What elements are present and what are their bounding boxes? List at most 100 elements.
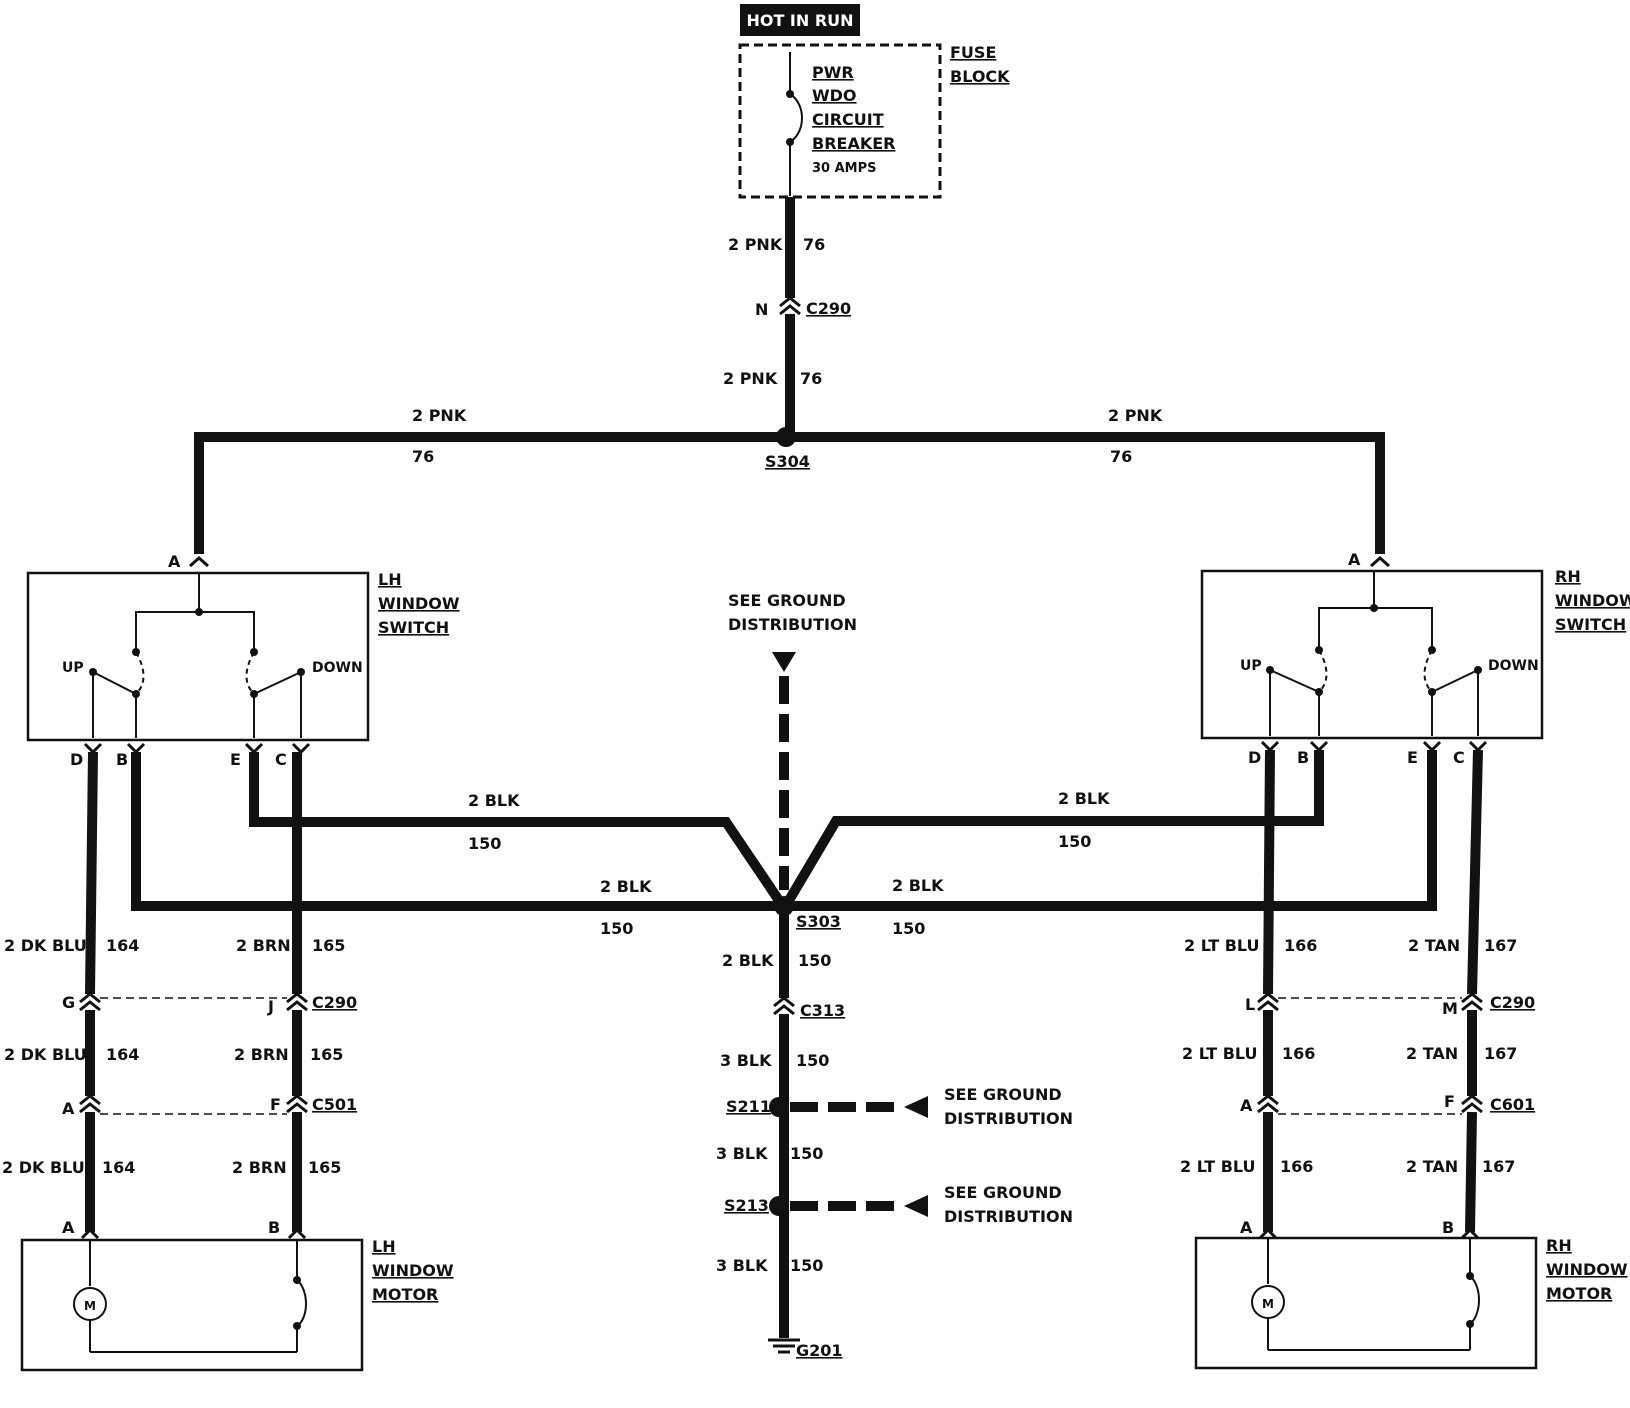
lh-harness-d-circ-3-label: 164 bbox=[102, 1158, 135, 1177]
lh-switch-line2-label: WINDOW bbox=[378, 594, 460, 613]
lh-switch-up-label: UP bbox=[62, 660, 84, 676]
feed-upper-wire-label: 2 PNK bbox=[728, 235, 783, 254]
rh-switch-pin-b-label: B bbox=[1297, 748, 1309, 767]
feed-lower-wire-label: 2 PNK bbox=[723, 369, 778, 388]
ground-splice-s211-label: S211 bbox=[726, 1097, 771, 1116]
rh-harness-c601-pin-right-label: F bbox=[1444, 1092, 1455, 1111]
rh-harness-c-wire-3-label: 2 TAN bbox=[1406, 1157, 1458, 1176]
feed-splice-label: S304 bbox=[765, 452, 810, 471]
rh-switch-pin-e-label: E bbox=[1407, 748, 1418, 767]
ground-upper-left-wire-label: 2 BLK bbox=[468, 791, 520, 810]
feed-conn-name-label: C290 bbox=[806, 299, 851, 318]
rh-harness-d-circ-3-label: 166 bbox=[1280, 1157, 1313, 1176]
rh-harness-c290-pin-left-label: L bbox=[1245, 995, 1255, 1014]
rh-harness-d-wire-2-label: 2 LT BLU bbox=[1182, 1044, 1258, 1063]
rh-motor-box bbox=[1194, 1236, 1538, 1370]
rh-harness-d-circ-2-label: 166 bbox=[1282, 1044, 1315, 1063]
rh-harness: 2 LT BLU 166 2 TAN 167 L M C290 2 LT BLU… bbox=[1180, 749, 1535, 1233]
rh-harness-c-wire-2-label: 2 TAN bbox=[1406, 1044, 1458, 1063]
lh-switch-pin-d-label: D bbox=[70, 750, 83, 769]
feed-left-wire-label: 2 PNK bbox=[412, 406, 467, 425]
lh-harness: 2 DK BLU 164 2 BRN 165 G J C290 2 DK BLU… bbox=[2, 751, 357, 1232]
ground-upper-right-circuit-label: 150 bbox=[1058, 832, 1091, 851]
lh-harness-c-circ-1-label: 165 bbox=[312, 936, 345, 955]
ground-symbol-icon bbox=[768, 1338, 800, 1354]
lh-harness-c-wire-3-label: 2 BRN bbox=[232, 1158, 287, 1177]
breaker-label-4: BREAKER bbox=[812, 134, 895, 153]
ground-seg1-circuit-label: 150 bbox=[798, 951, 831, 970]
lh-motor-pin-b-label: B bbox=[268, 1218, 280, 1237]
lh-harness-d-wire-3-label: 2 DK BLU bbox=[2, 1158, 85, 1177]
breaker-label-3: CIRCUIT bbox=[812, 110, 884, 129]
lh-switch-box bbox=[26, 571, 370, 742]
lh-switch-line1-label: LH bbox=[378, 570, 402, 589]
lh-motor-pin-a-label: A bbox=[62, 1218, 75, 1237]
lh-window-switch: A LH WINDOW SWITCH UP DOWN D B E C bbox=[26, 552, 460, 769]
lh-harness-c-circ-3-label: 165 bbox=[308, 1158, 341, 1177]
ground-s211-see1-label: SEE GROUND bbox=[944, 1085, 1062, 1104]
lh-motor-line3-label: MOTOR bbox=[372, 1285, 438, 1304]
lh-harness-c501-pin-right-label: F bbox=[270, 1095, 281, 1114]
ground-lower-right-wire-label: 2 BLK bbox=[892, 876, 944, 895]
lh-harness-d-circ-1-label: 164 bbox=[106, 936, 139, 955]
rh-harness-c-circ-3-label: 167 bbox=[1482, 1157, 1515, 1176]
fuse-block: HOT IN RUN FUSE BLOCK PWR WDO CIRCUIT BR… bbox=[738, 4, 1010, 199]
rh-window-switch: A RH WINDOW SWITCH UP DOWN D B E C bbox=[1200, 550, 1630, 767]
rh-harness-c-circ-1-label: 167 bbox=[1484, 936, 1517, 955]
rh-harness-c-wire-1-label: 2 TAN bbox=[1408, 936, 1460, 955]
rh-switch-down-label: DOWN bbox=[1488, 658, 1539, 674]
splice-s211-icon bbox=[769, 1097, 789, 1117]
ground-s213-see1-label: SEE GROUND bbox=[944, 1183, 1062, 1202]
lh-harness-c-wire-2-label: 2 BRN bbox=[234, 1045, 289, 1064]
rh-motor-line3-label: MOTOR bbox=[1546, 1284, 1612, 1303]
ground-seg3-circuit-label: 150 bbox=[790, 1144, 823, 1163]
ground-seg4-circuit-label: 150 bbox=[790, 1256, 823, 1275]
rh-switch-line1-label: RH bbox=[1555, 567, 1581, 586]
rh-motor-m-label: M bbox=[1262, 1297, 1274, 1311]
breaker-rating: 30 AMPS bbox=[812, 161, 877, 176]
lh-harness-d-wire-1-label: 2 DK BLU bbox=[4, 936, 87, 955]
ground-seg2-circuit-label: 150 bbox=[796, 1051, 829, 1070]
rh-harness-c290-pin-right-label: M bbox=[1442, 999, 1458, 1018]
rh-motor-pin-b-label: B bbox=[1442, 1218, 1454, 1237]
rh-switch-pin-c-label: C bbox=[1453, 748, 1465, 767]
lh-switch-pin-c-label: C bbox=[275, 750, 287, 769]
ground-seg2-wire-label: 3 BLK bbox=[720, 1051, 772, 1070]
splice-s304-icon bbox=[776, 427, 796, 447]
lh-window-motor: A B LH WINDOW MOTOR M bbox=[20, 1218, 454, 1372]
ground-see-line1-label: SEE GROUND bbox=[728, 591, 846, 610]
rh-motor-line2-label: WINDOW bbox=[1546, 1260, 1628, 1279]
rh-harness-c290-name-label: C290 bbox=[1490, 993, 1535, 1012]
ground-circuit: SEE GROUND DISTRIBUTION 2 BLK 150 2 BLK … bbox=[131, 591, 1437, 1360]
ground-lower-left-wire-label: 2 BLK bbox=[600, 877, 652, 896]
lh-harness-c501-name-label: C501 bbox=[312, 1095, 357, 1114]
lh-motor-line2-label: WINDOW bbox=[372, 1261, 454, 1280]
ground-ground-id-label: G201 bbox=[796, 1341, 843, 1360]
lh-switch-pin-e-label: E bbox=[230, 750, 241, 769]
ground-splice-s213-label: S213 bbox=[724, 1196, 769, 1215]
fuse-block-outline bbox=[738, 43, 942, 199]
rh-switch-line3-label: SWITCH bbox=[1555, 615, 1626, 634]
splice-s213-icon bbox=[769, 1196, 789, 1216]
lh-harness-c-wire-1-label: 2 BRN bbox=[236, 936, 291, 955]
rh-motor-pin-a-label: A bbox=[1240, 1218, 1253, 1237]
ground-s211-see2-label: DISTRIBUTION bbox=[944, 1109, 1073, 1128]
lh-harness-c290-pin-left-label: G bbox=[62, 993, 75, 1012]
lh-harness-c290-name-label: C290 bbox=[312, 993, 357, 1012]
ground-lower-right-circuit-label: 150 bbox=[892, 919, 925, 938]
ground-lower-left-circuit-label: 150 bbox=[600, 919, 633, 938]
fuse-block-title-2: BLOCK bbox=[950, 67, 1010, 86]
ground-conn-c313-label: C313 bbox=[800, 1001, 845, 1020]
lh-harness-c-circ-2-label: 165 bbox=[310, 1045, 343, 1064]
rh-switch-pin-d-label: D bbox=[1248, 748, 1261, 767]
feed-lower-circuit-label: 76 bbox=[800, 369, 822, 388]
rh-switch-line2-label: WINDOW bbox=[1555, 591, 1630, 610]
feed-right-circuit-label: 76 bbox=[1110, 447, 1132, 466]
breaker-label-2: WDO bbox=[812, 86, 857, 105]
rh-switch-box bbox=[1200, 569, 1544, 740]
rh-harness-d-wire-1-label: 2 LT BLU bbox=[1184, 936, 1260, 955]
ground-see-line2-label: DISTRIBUTION bbox=[728, 615, 857, 634]
lh-switch-down-label: DOWN bbox=[312, 660, 363, 676]
feed-right-wire-label: 2 PNK bbox=[1108, 406, 1163, 425]
